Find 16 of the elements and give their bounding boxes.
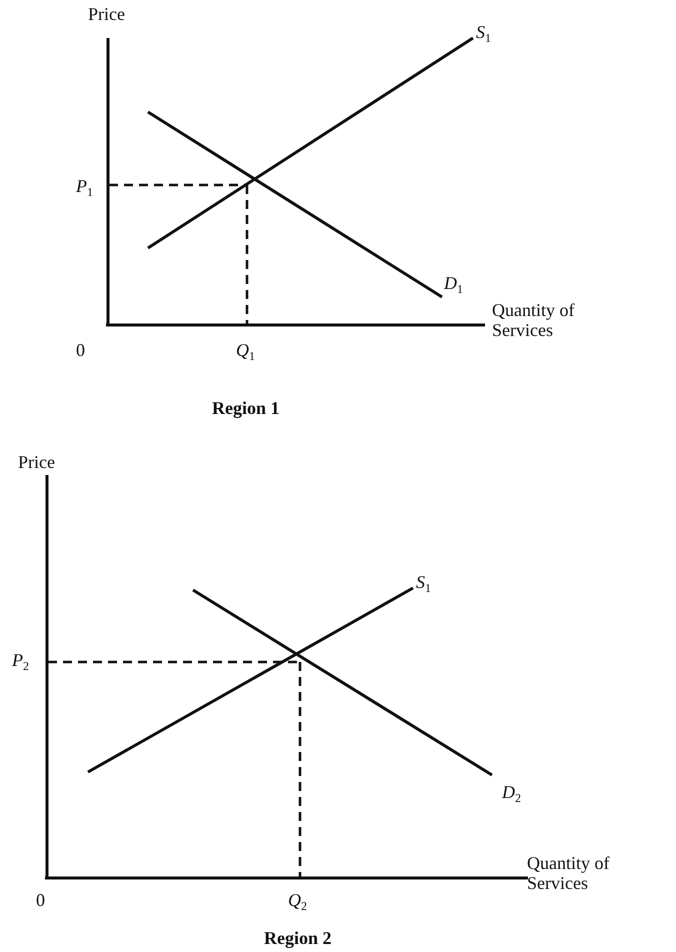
tick-label: 0: [76, 340, 85, 360]
tick-label: Q$_{1}$: [236, 340, 255, 365]
tick-label: P$_{2}$: [12, 650, 29, 675]
curve-label: D$_{2}$: [502, 782, 521, 807]
curve-label: S$_{1}$: [416, 572, 431, 597]
curve-label: S$_{1}$: [476, 22, 491, 47]
axis-label: Quantity of Services: [492, 300, 576, 340]
tick-label: P$_{1}$: [76, 176, 93, 201]
axis-label: Price: [18, 452, 55, 472]
caption: Region 1: [212, 398, 280, 418]
tick-label: Q$_{2}$: [288, 890, 307, 915]
axis-label: Price: [88, 4, 125, 24]
curve-label: D$_{1}$: [444, 273, 463, 298]
axis-label: Quantity of Services: [527, 853, 610, 893]
caption: Region 2: [264, 928, 332, 948]
tick-label: 0: [36, 890, 45, 910]
